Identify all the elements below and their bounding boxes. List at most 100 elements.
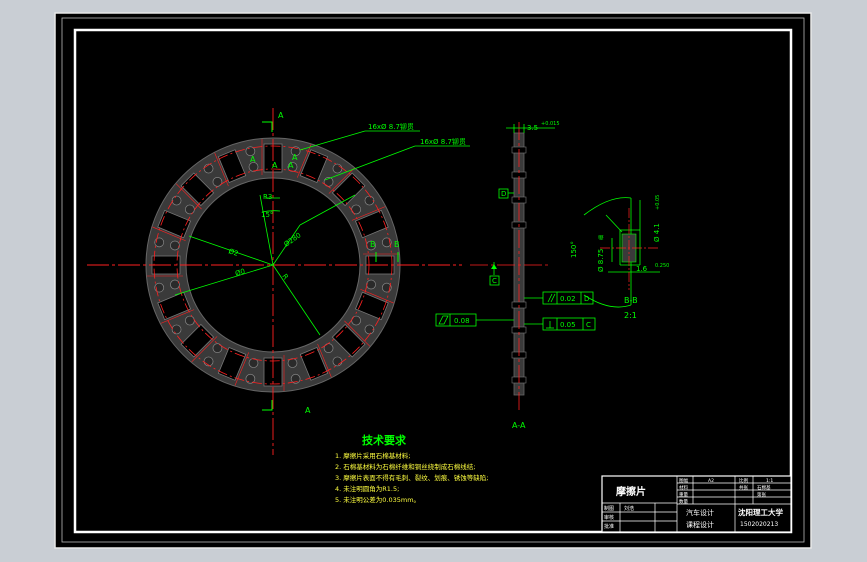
section-a-top-mark: A (278, 111, 284, 120)
disc-hole (287, 358, 298, 368)
section-a-a-view[interactable]: 3.5 +0.015 D C 0.02 D 0.05 (435, 121, 596, 430)
dim-radius: R (280, 273, 289, 282)
holes-callout-second: 16xØ 8.7铆贯 (420, 137, 466, 146)
tb-fmt-label: 图幅 (679, 477, 688, 484)
dimension-lines (174, 130, 470, 336)
disc-hole (364, 324, 375, 335)
disc-hole (290, 373, 301, 384)
tech-req-item-3: 3. 摩擦片表面不得有毛刺、裂纹、划痕、锈蚀等缺陷; (335, 473, 488, 482)
tb-course-2: 课程设计 (686, 520, 714, 529)
tb-number: 1502020213 (740, 521, 778, 528)
disc-hole (287, 162, 298, 172)
detail-b-dia-top: Ø 4.1 (653, 223, 661, 242)
disc-pocket (263, 355, 285, 391)
disc-hole (170, 240, 180, 251)
detail-b-width-tol: 0.250 (655, 263, 669, 269)
disc-hole (212, 343, 223, 353)
disc-hole (332, 163, 343, 174)
flatness-frame (435, 313, 514, 327)
dim-angle: 15° (261, 211, 273, 219)
tb-qty-label: 数量 (679, 498, 688, 505)
dim-dia-bolt: Ø0 (234, 267, 246, 278)
tb-material-label: 材料 (679, 484, 688, 491)
parallel-frame (524, 291, 594, 305)
tb-sheet-value: 第张 (757, 491, 766, 498)
parallel-value: 0.02 (560, 295, 576, 303)
detail-b-scale: 2:1 (624, 311, 637, 320)
detail-b-angle: 150° (570, 241, 578, 258)
front-view[interactable]: A A B B A A A A 16xØ 8.7铆贯 16xØ 8.7铆贯 R (87, 108, 470, 455)
datum-d: D (501, 190, 506, 198)
perp-value: 0.05 (560, 321, 576, 329)
disc-pocket (331, 320, 371, 358)
disc-hole (245, 373, 256, 384)
disc-pocket (299, 343, 332, 381)
tb-fmt-value: A2 (708, 478, 714, 484)
disc-hole (170, 279, 180, 290)
disc-pocket (328, 167, 366, 207)
perp-ref: C (586, 321, 591, 329)
disc-pocket (152, 209, 192, 241)
disc-pocket (180, 323, 218, 363)
inner-frame (73, 28, 793, 534)
disc-hole (248, 162, 259, 172)
dim-dia-outer: Ø2 (227, 247, 239, 258)
dim-r3: R3 (263, 193, 272, 201)
datum-d-box (498, 188, 509, 199)
title-block[interactable]: 摩擦片 图幅 A2 比例 1:1 材料 共张 石棉基 重量 第张 数量 制图 刘… (601, 475, 792, 533)
section-b-right-mark: B (394, 240, 400, 249)
detail-b-label: B-B (624, 296, 638, 305)
disc-pocket (217, 346, 249, 386)
section-a-top-dim-tol: +0.015 (541, 121, 560, 127)
tb-course-1: 汽车设计 (686, 508, 714, 517)
disc-hole (366, 240, 376, 251)
detail-b-b-view[interactable]: 150° Ø 4.1 +0.05 Ø 8.75 细 1.6 0.250 B-B … (570, 195, 669, 320)
technical-requirements[interactable]: 技术要求 1. 摩擦片采用石棉基材料; 2. 石棉基材料为石棉纤维和铜丝绕制成石… (335, 433, 488, 504)
hole-label-a2: A (272, 161, 278, 170)
parallel-ref: D (584, 295, 589, 303)
tb-ratio-value: 1:1 (766, 478, 773, 484)
tech-req-item-5: 5. 未注明公差为0.035mm。 (335, 495, 420, 504)
tb-part-name: 摩擦片 (616, 485, 646, 498)
disc-hole (185, 315, 195, 326)
hole-label-a1: A (250, 155, 256, 164)
section-a-top-dim-lines (506, 124, 555, 133)
disc-holes (154, 146, 392, 384)
tech-req-item-2: 2. 石棉基材料为石棉纤维和铜丝绕制成石棉线结; (335, 462, 475, 471)
section-a-top-dim: 3.5 (527, 124, 538, 132)
section-a-label: A-A (512, 421, 526, 430)
tb-qty-value: 石棉基 (757, 484, 771, 491)
section-b-left-mark: B (370, 240, 376, 249)
disc-hole (171, 195, 182, 206)
tb-ratio-label: 比例 (739, 477, 748, 484)
section-a-bottom-mark: A (305, 406, 311, 415)
tb-row-check: 审核 (604, 514, 614, 521)
tb-weight-label: 重量 (679, 491, 688, 498)
disc-hole (364, 195, 375, 206)
holes-callout-top: 16xØ 8.7铆贯 (368, 122, 414, 131)
hole-label-a4: A (292, 153, 298, 162)
tb-drawer-name: 刘浩 (624, 505, 634, 512)
flatness-value: 0.08 (454, 317, 470, 325)
tech-req-title: 技术要求 (362, 433, 407, 447)
tb-sheet-label: 共张 (739, 484, 748, 491)
detail-b-dia-side-tol: 细 (598, 235, 605, 240)
title-block-grid (602, 476, 791, 532)
tb-row-approve: 批准 (604, 523, 614, 530)
outer-frame (61, 17, 805, 543)
section-a-cut (262, 121, 273, 411)
disc-pocket (354, 289, 394, 321)
datum-c-box (489, 275, 500, 286)
tech-req-item-1: 1. 摩擦片采用石棉基材料; (335, 451, 410, 460)
disc-pocket (214, 149, 247, 187)
detail-b-dia-top-tol: +0.05 (655, 195, 661, 210)
detail-b-width: 1.6 (636, 265, 648, 273)
disc-hole (171, 324, 182, 335)
disc-pocket (157, 291, 195, 324)
disc-hole (366, 279, 376, 290)
tech-req-item-4: 4. 未注明圆角为R1.5; (335, 484, 399, 493)
tb-row-draw: 制图 (604, 505, 614, 512)
disc-hole (248, 358, 259, 368)
disc-hole (332, 356, 343, 367)
